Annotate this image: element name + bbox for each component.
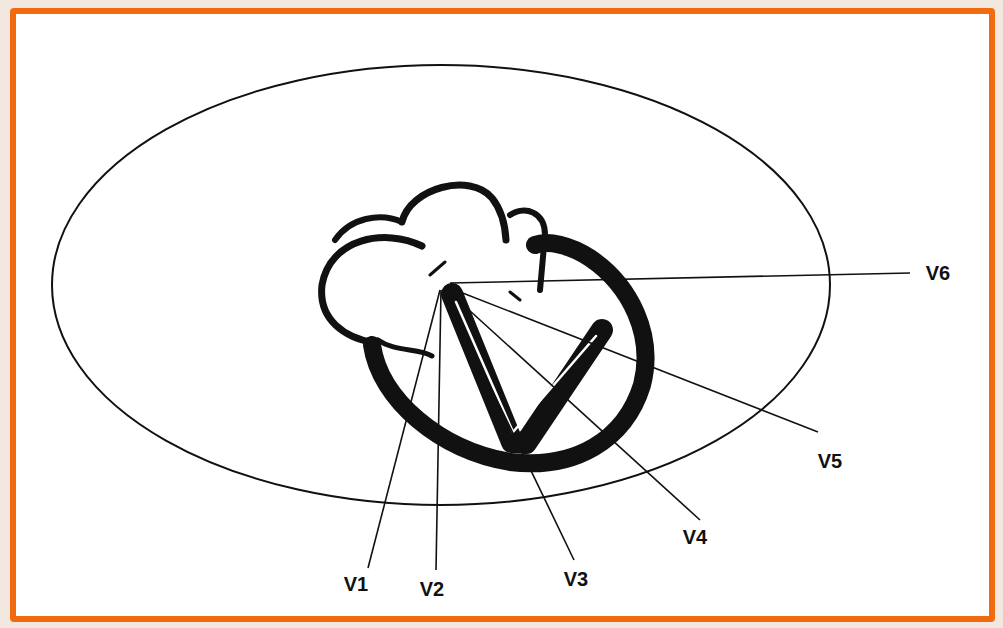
lead-label: V1 — [344, 574, 368, 594]
chest-outline — [52, 65, 830, 505]
picture-frame — [10, 8, 995, 622]
lead-label: V2 — [420, 579, 444, 599]
lead-label: V3 — [564, 569, 588, 589]
lead-label: V4 — [683, 527, 707, 547]
lead-label: V6 — [926, 263, 950, 283]
lead-label: V5 — [818, 451, 842, 471]
lead-lines — [368, 273, 910, 570]
